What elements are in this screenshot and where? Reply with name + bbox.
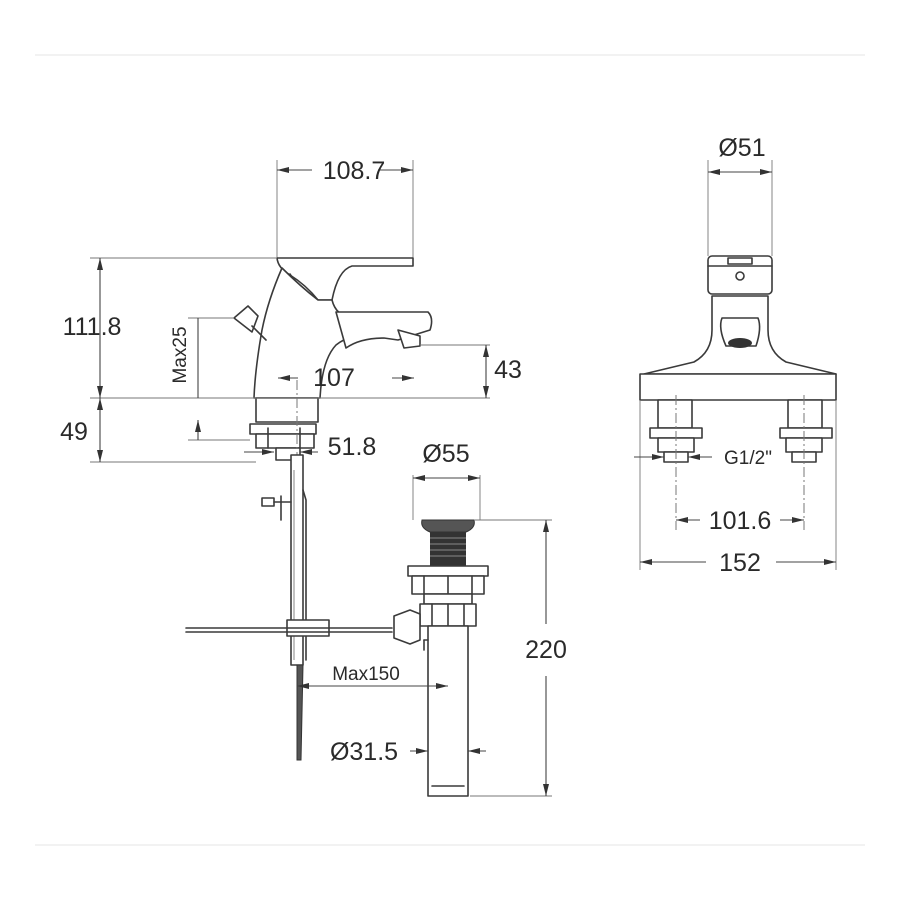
dim-49: 49 — [60, 418, 88, 446]
dim-220: 220 — [525, 636, 567, 664]
dim-101-6: 101.6 — [709, 507, 772, 535]
dim-108-7: 108.7 — [323, 157, 386, 185]
dim-107: 107 — [313, 364, 355, 392]
waste-valve — [393, 475, 489, 797]
dim-43: 43 — [494, 356, 522, 384]
faucet-body — [253, 267, 399, 399]
base-plate — [639, 373, 837, 401]
dim-111-8: 111.8 — [63, 313, 122, 341]
spout — [335, 311, 433, 349]
aerator — [397, 329, 421, 349]
popup-rod-assembly — [185, 380, 393, 761]
dim-thread-g1-2: G1/2" — [724, 448, 772, 469]
dim-diameter-31-5: Ø31.5 — [330, 738, 398, 766]
dim-51-8: 51.8 — [328, 433, 377, 461]
dim-152: 152 — [719, 549, 761, 577]
faucet-front-view — [639, 160, 837, 570]
dim-diameter-55: Ø55 — [422, 440, 469, 468]
dim-max150: Max150 — [332, 664, 400, 685]
dim-diameter-51: Ø51 — [718, 134, 765, 162]
faucet-side-view — [233, 160, 433, 461]
dim-max25: Max25 — [170, 326, 191, 383]
popup-cap — [421, 519, 475, 533]
